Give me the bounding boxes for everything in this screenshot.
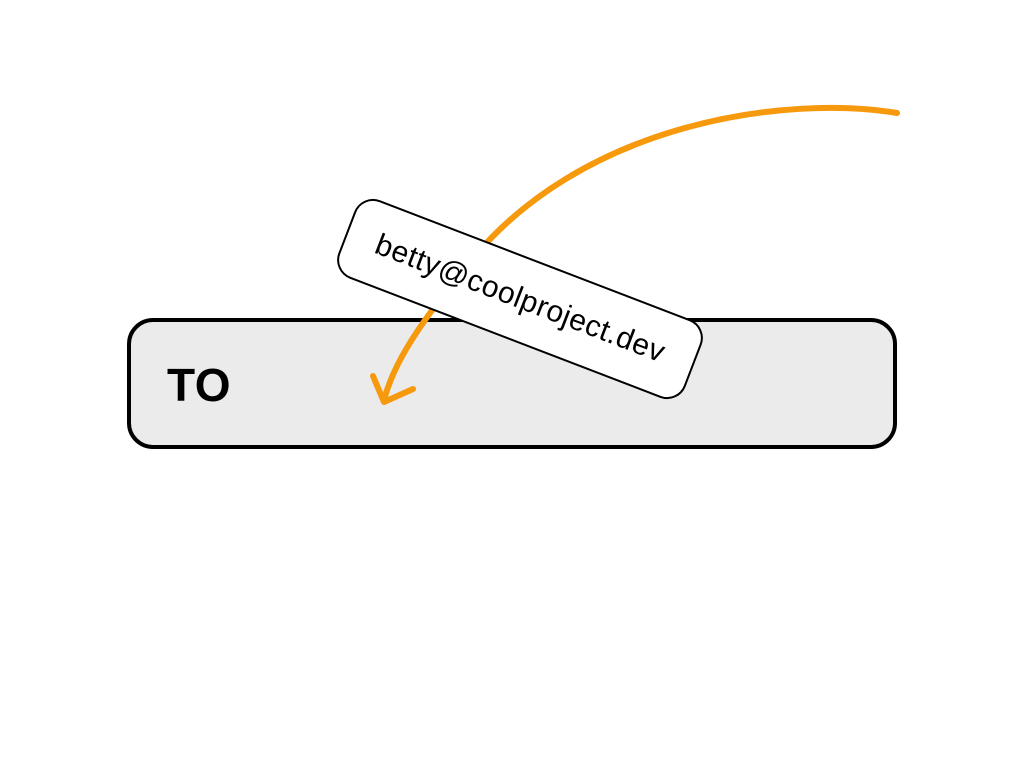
to-field-label: TO xyxy=(167,359,232,411)
